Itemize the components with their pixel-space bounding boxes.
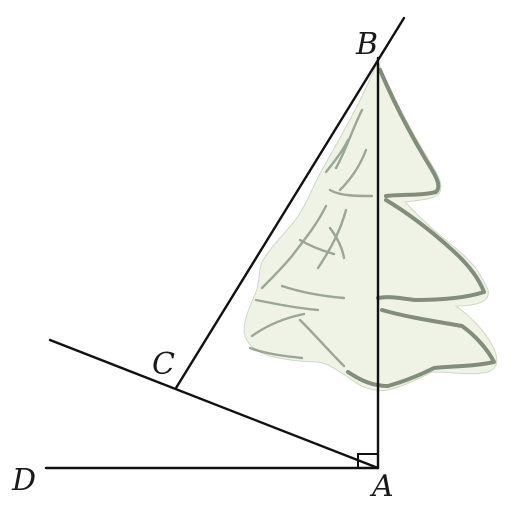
- tree-illustration: [243, 60, 498, 391]
- tree-bottom-branches: [248, 298, 346, 368]
- tree-top-tier-line: [378, 68, 441, 198]
- tree-silhouette: [243, 60, 498, 391]
- point-labels: B C D A: [11, 27, 394, 504]
- tree-middle-branches: [260, 204, 348, 300]
- line-CB: [174, 16, 406, 390]
- label-D: D: [11, 463, 36, 498]
- label-A: A: [369, 469, 394, 504]
- tree-top-branches: [324, 108, 374, 198]
- label-C: C: [152, 347, 175, 382]
- geometry-lines: [44, 16, 406, 470]
- ray-AC: [48, 338, 380, 470]
- tree-bottom-tier-line: [346, 308, 496, 388]
- label-B: B: [355, 27, 378, 62]
- tree-middle-tier-line: [376, 198, 486, 302]
- right-angle-marker: [357, 453, 379, 469]
